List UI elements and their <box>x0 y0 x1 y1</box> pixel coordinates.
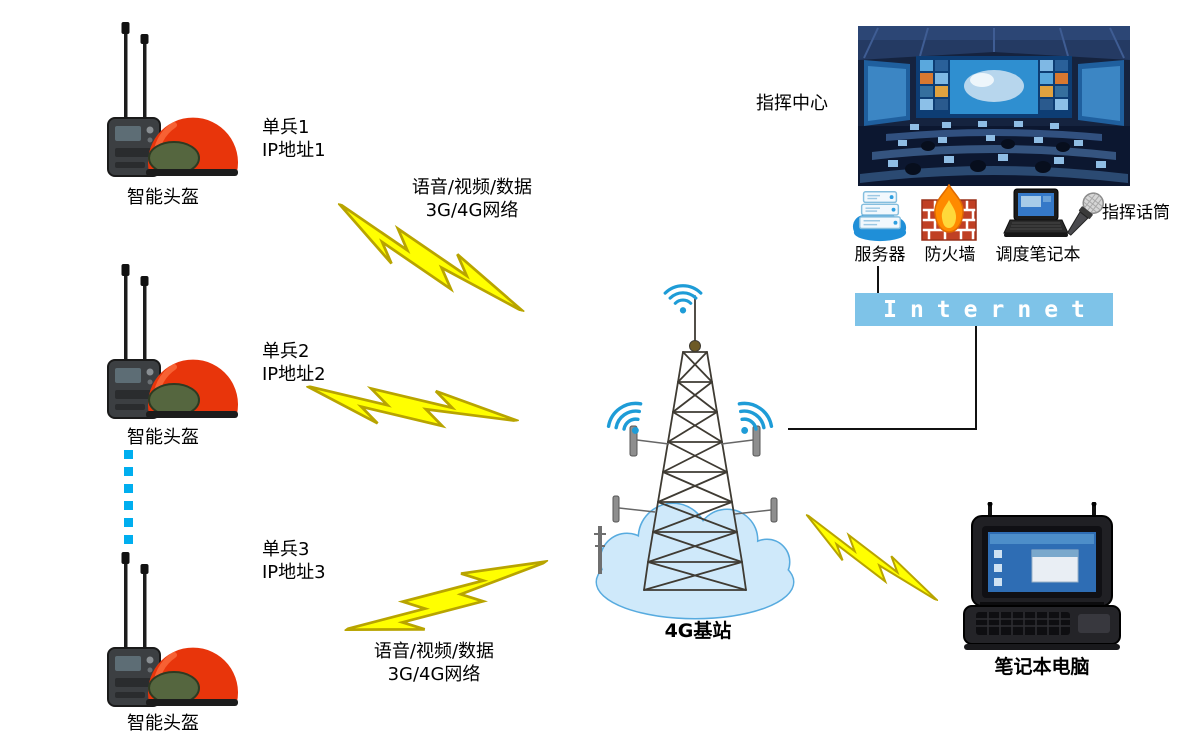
command-mic-label: 指挥话筒 <box>1102 203 1170 223</box>
internet-label: Internet <box>883 296 1098 323</box>
soldier-1-name: 单兵1 <box>262 117 310 138</box>
server-icon <box>851 186 909 242</box>
lightning-bolt-2 <box>306 354 519 453</box>
soldier-2-block: 单兵2 IP地址2 <box>262 340 326 386</box>
server-label: 服务器 <box>854 245 906 265</box>
base-station-label: 4G基站 <box>664 620 732 642</box>
firewall-icon <box>921 184 977 242</box>
radio-link-bottom-line2: 3G/4G网络 <box>387 664 481 685</box>
soldier-1-block: 单兵1 IP地址1 <box>262 116 326 162</box>
smart-helmet-1-label: 智能头盔 <box>127 187 199 208</box>
command-center-label: 指挥中心 <box>756 93 828 114</box>
smart-helmet-2-icon <box>88 264 238 424</box>
wifi-top-icon <box>662 280 704 314</box>
base-station-tower-icon <box>585 288 805 628</box>
radio-link-top-line1: 语音/视频/数据 <box>411 177 533 198</box>
soldier-2-name: 单兵2 <box>262 341 310 362</box>
radio-link-top-line2: 3G/4G网络 <box>425 200 519 221</box>
internet-to-tower-line <box>788 428 977 430</box>
smart-helmet-1-icon <box>88 22 238 182</box>
command-center-photo <box>858 26 1130 186</box>
smart-helmet-2-label: 智能头盔 <box>127 427 199 448</box>
internet-drop-line <box>975 326 977 430</box>
soldier-3-ip: IP地址3 <box>262 562 326 583</box>
radio-link-bottom-caption: 语音/视频/数据 3G/4G网络 <box>350 640 518 686</box>
server-to-internet-line <box>877 266 879 293</box>
field-laptop-label: 笔记本电脑 <box>994 656 1090 678</box>
internet-bar: Internet <box>855 293 1113 326</box>
radio-link-bottom-line1: 语音/视频/数据 <box>373 641 495 662</box>
dispatch-laptop-icon <box>1002 188 1070 240</box>
firewall-label: 防火墙 <box>924 245 976 265</box>
lightning-bolt-4 <box>793 514 951 601</box>
smart-helmet-3-label: 智能头盔 <box>127 713 199 734</box>
radio-link-top-caption: 语音/视频/数据 3G/4G网络 <box>388 176 556 222</box>
soldier-3-name: 单兵3 <box>262 539 310 560</box>
soldier-3-block: 单兵3 IP地址3 <box>262 538 326 584</box>
smart-helmet-3-icon <box>88 552 238 712</box>
field-laptop-icon <box>962 502 1122 652</box>
soldier-2-ip: IP地址2 <box>262 364 326 385</box>
dispatch-laptop-label: 调度笔记本 <box>995 245 1081 265</box>
soldier-1-ip: IP地址1 <box>262 140 326 161</box>
continuation-dashed-line <box>124 450 133 550</box>
